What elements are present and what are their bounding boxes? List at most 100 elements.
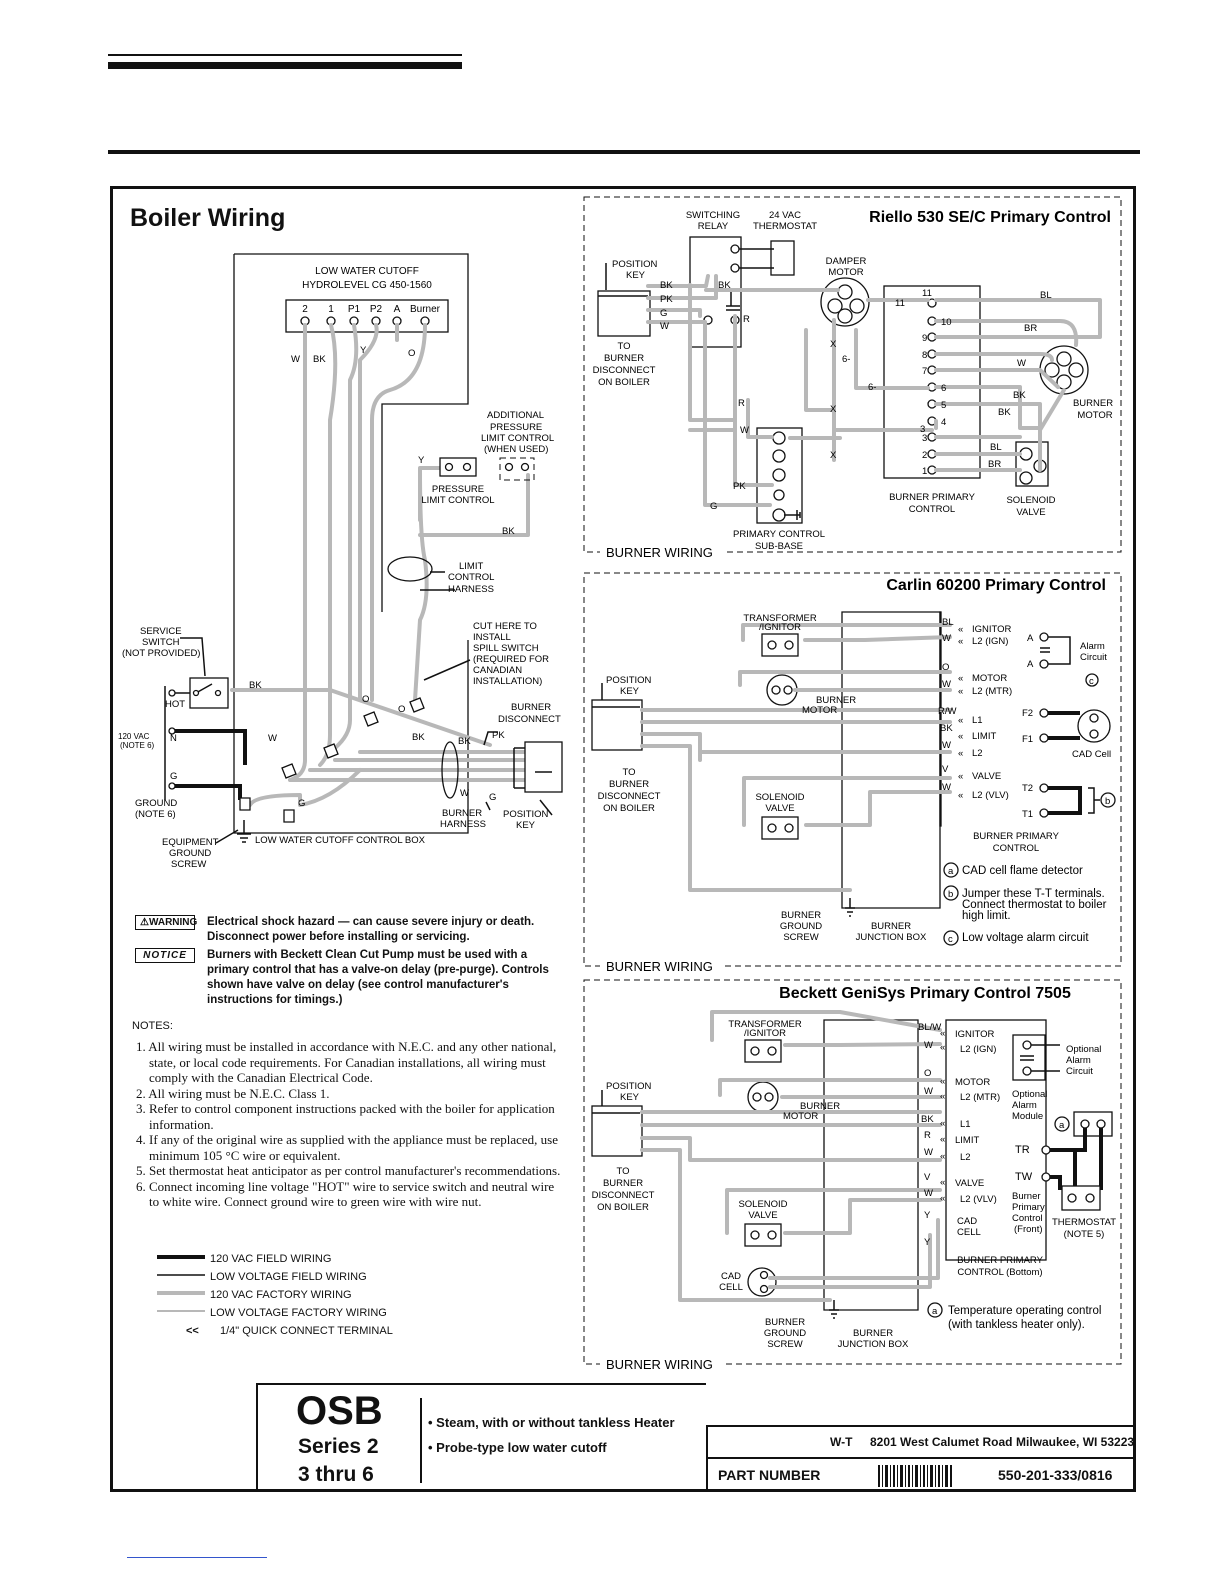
svg-text:«: «: [940, 1091, 945, 1102]
wire-label: W: [460, 788, 469, 799]
barcode-icon: [878, 1465, 952, 1487]
beckett-title: Beckett GeniSys Primary Control 7505: [779, 985, 1071, 1002]
wire-label: Y: [924, 1237, 931, 1248]
pressure-limit-control: [439, 457, 477, 477]
beckett-position-key: [591, 1105, 643, 1157]
beckett-primary-bottom-1: BURNER PRIMARY: [957, 1255, 1044, 1266]
beckett-to-burner-1: TO: [616, 1166, 629, 1177]
wire-ground: [248, 768, 362, 807]
lwco-terminal-screws: [300, 316, 430, 326]
carlin-primary-label-2: CONTROL: [993, 843, 1039, 854]
thermostat-terminals: [770, 240, 795, 276]
terminal-label: 1: [328, 304, 334, 315]
terminal-number: 11: [922, 288, 932, 299]
wire-label: W: [268, 733, 277, 744]
lwco-terminal-strip: [285, 299, 449, 333]
lwco-title-1: LOW WATER CUTOFF: [315, 266, 419, 277]
wiring-legend: 120 VAC FIELD WIRING LOW VOLTAGE FIELD W…: [156, 1250, 393, 1340]
beckett-solenoid-label-1: SOLENOID: [738, 1199, 787, 1210]
carlin-position-key: [591, 699, 643, 751]
beckett-note-a-2: (with tankless heater only).: [948, 1319, 1085, 1331]
pressure-limit-label-2: LIMIT CONTROL: [421, 495, 494, 506]
carlin-to-burner-3: DISCONNECT: [598, 791, 661, 802]
control-box-label: LOW WATER CUTOFF CONTROL BOX: [255, 835, 426, 846]
legend-label: 120 VAC FACTORY WIRING: [210, 1289, 352, 1301]
wire-y: [333, 323, 359, 750]
primary-front-label-1: Burner: [1012, 1191, 1041, 1202]
limit-harness-label-2: CONTROL: [448, 572, 494, 583]
terminal-number: 2: [922, 450, 927, 461]
wire-label: BK: [1013, 390, 1026, 401]
carlin-side-devices: c b: [845, 632, 1116, 917]
carlin-to-burner-2: BURNER: [609, 779, 649, 790]
wire-label: W: [942, 782, 951, 793]
terminal-label: IGNITOR: [972, 624, 1012, 635]
beckett-thermostat-label-2: (NOTE 5): [1064, 1229, 1105, 1240]
wire-label: V: [924, 1172, 931, 1183]
carlin-ground-label-3: SCREW: [783, 932, 818, 943]
wire-label: R: [738, 398, 745, 409]
wire-label: BK: [458, 736, 471, 747]
wire-label: BL: [1040, 290, 1052, 301]
beckett-terminal-labels: IGNITOR L2 (IGN) MOTOR L2 (MTR) L1 LIMIT…: [592, 1019, 1117, 1350]
left-wiring-diagram: LOW WATER CUTOFF HYDROLEVEL CG 450-1560 …: [118, 253, 563, 870]
wire-label: BK: [921, 1114, 934, 1125]
riello-to-burner-4: ON BOILER: [598, 377, 650, 388]
svg-text:a: a: [932, 1306, 938, 1317]
terminal-label: Burner: [410, 304, 441, 315]
carlin-solenoid: [761, 816, 799, 840]
wire-nuts: [239, 697, 425, 823]
title-block: OSB Series 2 3 thru 6 • Steam, with or w…: [256, 1383, 1136, 1492]
beckett-diagram: BURNER WIRING Beckett GeniSys Primary Co…: [583, 979, 1122, 1372]
wire-label: PK: [492, 730, 505, 741]
model-range: 3 thru 6: [298, 1463, 374, 1486]
title-block-model: OSB Series 2 3 thru 6 • Steam, with or w…: [256, 1383, 706, 1492]
riello-wire-set-c: [688, 298, 1102, 487]
beckett-note-a-1: Temperature operating control: [948, 1305, 1101, 1317]
terminal-label: P1: [348, 304, 361, 315]
wire-label: PK: [733, 481, 746, 492]
wire-label: Y: [924, 1210, 931, 1221]
terminal-number: 1: [922, 466, 927, 477]
wire-label: X: [830, 339, 837, 350]
legend-label: LOW VOLTAGE FIELD WIRING: [210, 1271, 367, 1283]
riello-to-burner-1: TO: [617, 341, 630, 352]
svg-text:«: «: [940, 1134, 945, 1145]
wire-label: O: [362, 694, 369, 705]
carlin-junction-box: [841, 611, 941, 909]
carlin-notes: a CAD cell flame detector b Jumper these…: [943, 862, 1107, 946]
beckett-dashed-box: [583, 979, 1122, 1365]
wire-label: 11: [895, 298, 905, 309]
page-title: Boiler Wiring: [130, 204, 286, 232]
terminal-label: L2 (MTR): [972, 686, 1012, 697]
additional-pressure-limit: [499, 457, 535, 481]
title-block-rule: [708, 1457, 1136, 1459]
side-terminal: T2: [1022, 783, 1033, 794]
svg-text:«: «: [940, 1151, 945, 1162]
riello-solenoid-label-1: SOLENOID: [1006, 495, 1055, 506]
damper-label-1: DAMPER: [826, 256, 867, 267]
wire-label: W: [1017, 358, 1026, 369]
carlin-dashed-box: [583, 572, 1122, 967]
carlin-solenoid-label-1: SOLENOID: [755, 792, 804, 803]
wire-label: W: [924, 1040, 933, 1051]
diagram-frame: [110, 186, 1136, 1492]
side-terminal: F2: [1022, 708, 1033, 719]
beckett-key-label-2: KEY: [620, 1092, 640, 1103]
terminal-number: 3: [922, 433, 927, 444]
warning-text: Electrical shock hazard — can cause seve…: [207, 916, 535, 943]
legend-label: 120 VAC FIELD WIRING: [210, 1253, 332, 1265]
equipment-ground-label-3: SCREW: [171, 859, 206, 870]
feature-bullet: • Steam, with or without tankless Heater: [428, 1415, 675, 1430]
quick-connect: «: [958, 624, 963, 635]
cut-here-label-2: INSTALL: [473, 632, 511, 643]
svg-text:«: «: [940, 1042, 945, 1053]
terminal-label: VALVE: [972, 771, 1001, 782]
beckett-transformer-label-1: TRANSFORMER: [728, 1019, 802, 1030]
wire-label: O: [924, 1068, 931, 1079]
riello-diagram: BURNER WIRING Riello 530 SE/C Primary Co…: [583, 196, 1122, 560]
beckett-to-burner-2: BURNER: [603, 1178, 643, 1189]
neutral-label: N: [170, 733, 177, 744]
beckett-motor-label-2: MOTOR: [783, 1111, 818, 1122]
